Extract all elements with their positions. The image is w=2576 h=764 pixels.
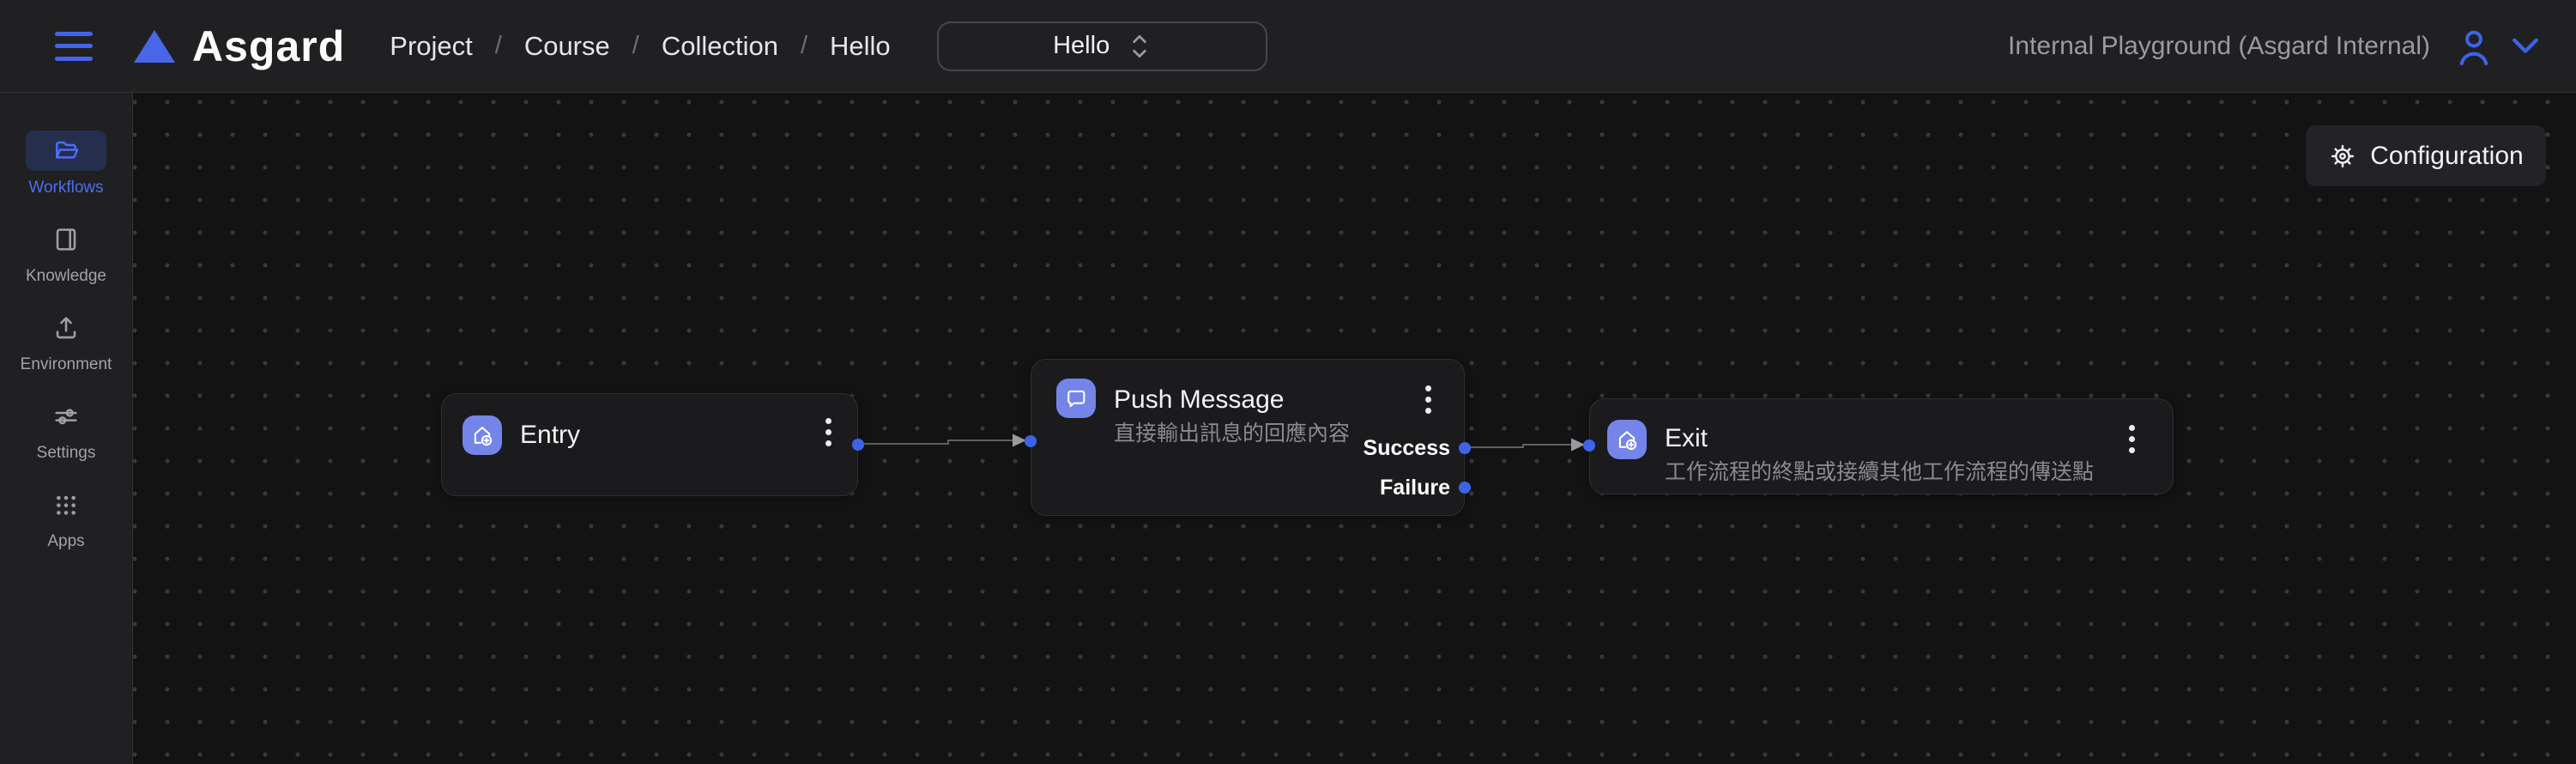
kebab-menu-icon[interactable]: [2126, 421, 2138, 457]
home-plus-icon: [463, 415, 502, 455]
dot-grid-icon: [57, 495, 76, 515]
kebab-menu-icon[interactable]: [822, 415, 835, 450]
sidebar-item-label: Workflows: [28, 179, 104, 197]
workflow-select[interactable]: Hello: [936, 21, 1267, 71]
breadcrumb-separator: /: [800, 32, 807, 59]
workflow-edges: [864, 434, 1585, 452]
output-port[interactable]: [852, 439, 864, 451]
chat-bubble-icon: [1056, 379, 1096, 418]
upload-icon: [56, 316, 76, 338]
sidebar-item-label: Settings: [36, 444, 96, 462]
output-label-success: Success: [1363, 436, 1450, 460]
workflow-canvas[interactable]: Configuration Entry: [133, 93, 2576, 764]
output-label-failure: Failure: [1380, 476, 1450, 500]
output-port-success[interactable]: [1459, 442, 1471, 454]
node-push-message[interactable]: Push Message 直接輸出訊息的回應內容 Success Failure: [1025, 359, 1471, 516]
home-plus-icon: [1607, 420, 1647, 459]
input-port[interactable]: [1583, 440, 1595, 452]
sidebar-item-apps[interactable]: Apps: [0, 484, 132, 551]
sidebar-item-label: Apps: [47, 532, 85, 550]
gear-icon: [2331, 144, 2355, 167]
input-port[interactable]: [1025, 435, 1037, 447]
sidebar-item-label: Environment: [20, 355, 112, 373]
node-entry[interactable]: Entry: [441, 393, 864, 496]
book-icon: [56, 227, 76, 251]
node-title: Exit: [1665, 424, 1708, 452]
breadcrumb-workflow[interactable]: Hello: [830, 30, 891, 61]
sidebar-item-environment[interactable]: Environment: [0, 307, 132, 374]
output-port-failure[interactable]: [1459, 482, 1471, 494]
brand-name: Asgard: [192, 21, 346, 70]
sidebar-item-workflows[interactable]: Workflows: [0, 130, 132, 197]
top-navbar: Asgard Project / Course / Collection / H…: [0, 0, 2576, 93]
breadcrumb-course[interactable]: Course: [523, 30, 610, 61]
person-icon: [2459, 30, 2488, 65]
node-title: Entry: [520, 421, 581, 449]
node-subtitle: 工作流程的終點或接續其他工作流程的傳送點: [1665, 460, 2095, 484]
configuration-button[interactable]: Configuration: [2306, 125, 2546, 186]
node-exit[interactable]: Exit 工作流程的終點或接續其他工作流程的傳送點: [1583, 398, 2174, 494]
breadcrumb: Project / Course / Collection / Hello: [390, 31, 890, 62]
sidebar-item-knowledge[interactable]: Knowledge: [0, 219, 132, 286]
node-subtitle: 直接輸出訊息的回應內容: [1114, 421, 1351, 446]
workflow-select-value: Hello: [1053, 32, 1110, 59]
hamburger-icon[interactable]: [55, 31, 93, 61]
triangle-logo-icon: [134, 29, 175, 63]
sidebar-item-settings[interactable]: Settings: [0, 396, 132, 463]
updown-chevron-icon: [1133, 34, 1146, 58]
sidebar-item-label: Knowledge: [25, 267, 107, 285]
sidebar: Workflows Knowledge En: [0, 93, 133, 764]
chevron-down-icon: [2513, 38, 2538, 53]
node-title: Push Message: [1114, 385, 1285, 414]
kebab-menu-icon[interactable]: [1422, 382, 1435, 417]
brand-logo: Asgard: [134, 21, 345, 71]
account-button[interactable]: [2454, 25, 2494, 68]
tenant-label: Internal Playground (Asgard Internal): [2008, 31, 2430, 60]
open-folder-icon: [56, 141, 79, 159]
configuration-label: Configuration: [2370, 141, 2524, 170]
breadcrumb-separator: /: [632, 32, 639, 59]
breadcrumb-separator: /: [494, 32, 502, 59]
breadcrumb-project[interactable]: Project: [390, 30, 473, 61]
breadcrumb-collection[interactable]: Collection: [661, 30, 778, 61]
navbar-right: Internal Playground (Asgard Internal): [2008, 25, 2540, 68]
sliders-icon: [55, 408, 77, 424]
account-menu-button[interactable]: [2511, 36, 2540, 57]
